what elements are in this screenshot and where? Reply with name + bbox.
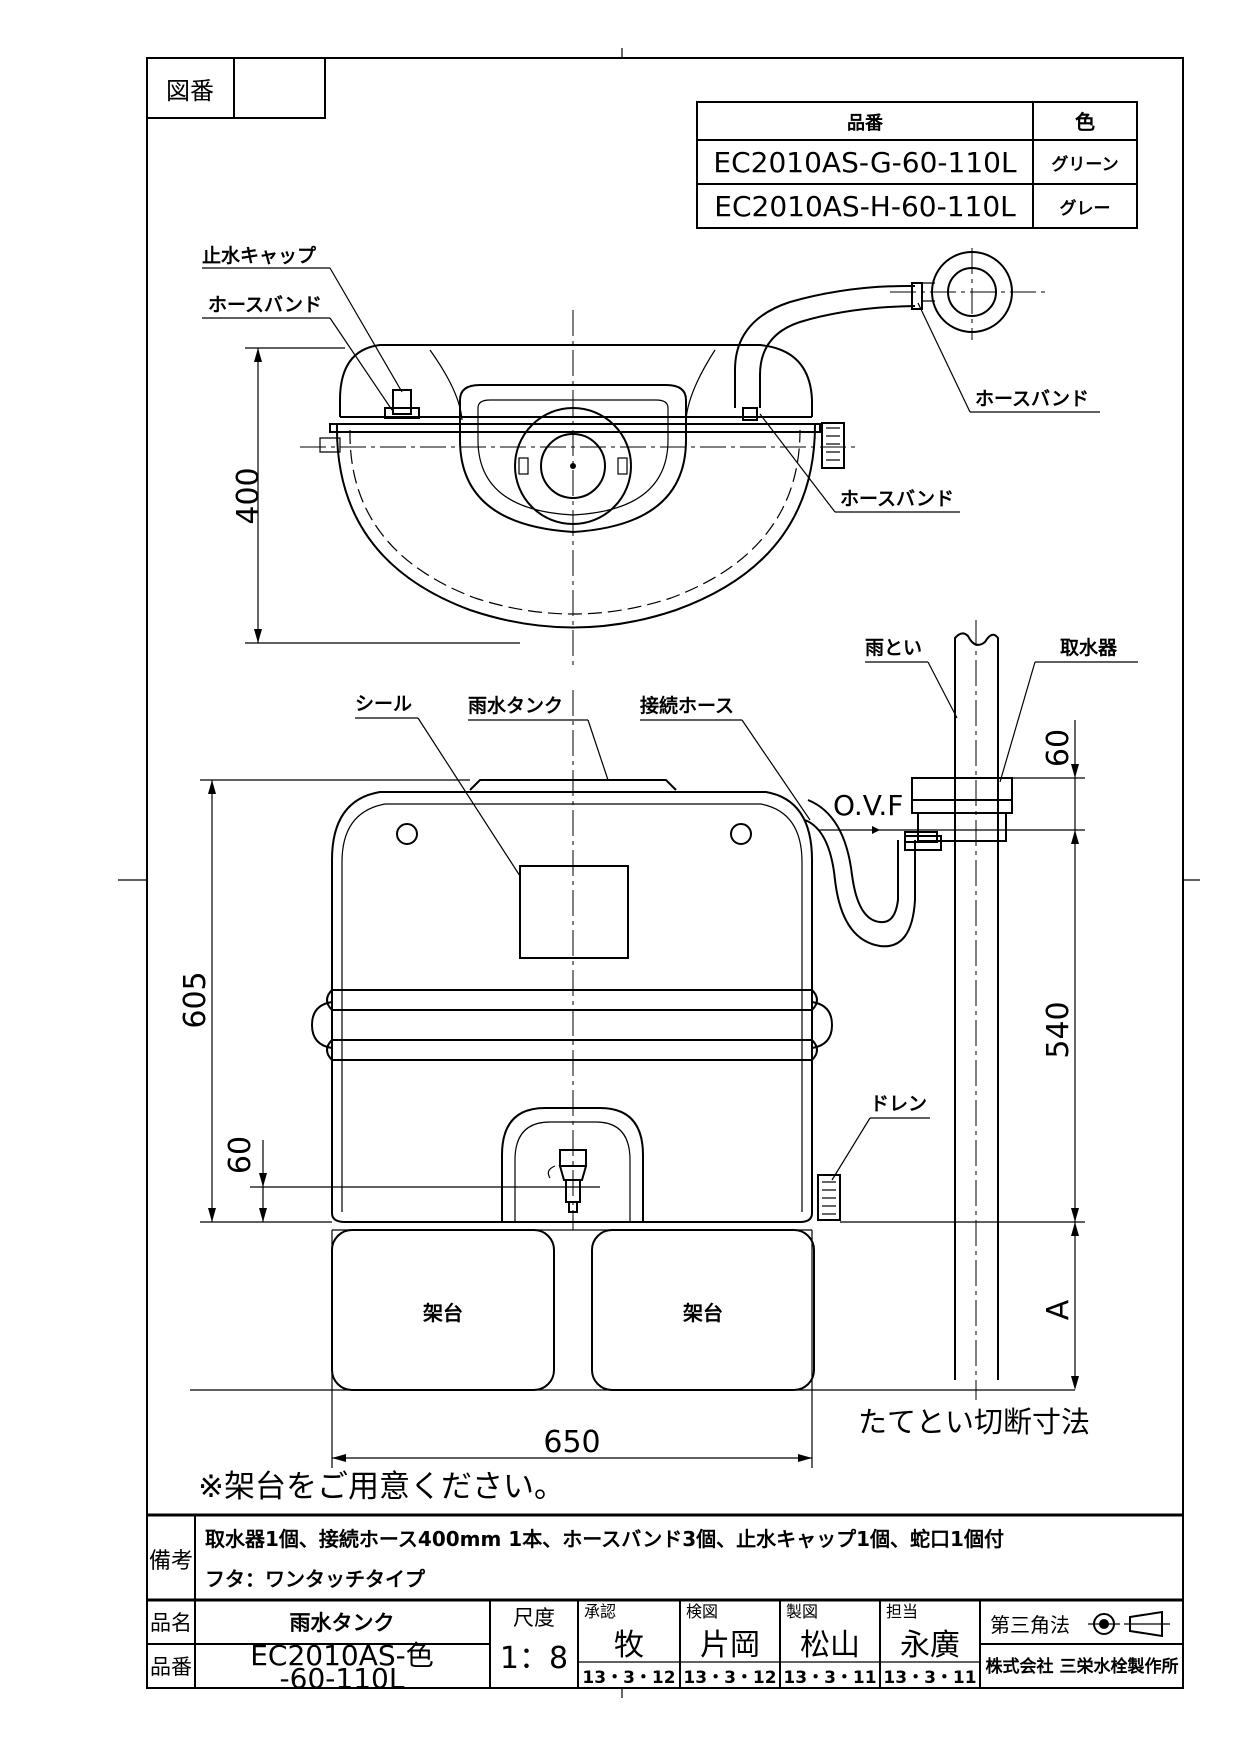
label-connection-hose: 接続ホース	[640, 694, 734, 717]
dim-stand-a: A	[1041, 1299, 1076, 1320]
label-downspout: 雨とい	[865, 637, 922, 659]
remarks-line-1: 取水器1個、接続ホース400mm 1本、ホースバンド3個、止水キャップ1個、蛇口…	[205, 1527, 1004, 1551]
variant-row-2-color: グレー	[1060, 198, 1111, 219]
title-draw-label: 製図	[786, 1602, 818, 1621]
title-check-name: 片岡	[700, 1628, 760, 1663]
title-scale: 1：8	[500, 1641, 568, 1676]
label-stand-left: 架台	[423, 1301, 463, 1325]
label-cut-dim: たてとい切断寸法	[858, 1405, 1090, 1439]
remarks-block: 備考 取水器1個、接続ホース400mm 1本、ホースバンド3個、止水キャップ1個…	[147, 1513, 1183, 1602]
front-view: 架台 架台 605 60 60 540 A O.V.F	[178, 620, 1138, 1468]
seal-sticker	[519, 865, 629, 959]
title-charge-label: 担当	[886, 1602, 918, 1621]
variant-row-2-hinban: EC2010AS-H-60-110L	[714, 190, 1016, 223]
label-seal: シール	[355, 693, 412, 715]
remarks-line-2: フタ：ワンタッチタイプ	[205, 1567, 426, 1591]
dim-height: 605	[178, 971, 213, 1028]
dim-top-depth: 400	[231, 467, 266, 524]
title-hinmei-label: 品名	[150, 1611, 192, 1635]
top-view: 400 止水キャップ ホースバンド ホースバンド ホースバンド	[202, 244, 1100, 670]
sheet-border	[146, 57, 1184, 1689]
remarks-label: 備考	[149, 1549, 193, 1574]
label-stand-right: 架台	[683, 1301, 723, 1325]
label-drain: ドレン	[870, 1093, 927, 1115]
title-scale-label: 尺度	[513, 1606, 555, 1630]
title-hinmei: 雨水タンク	[290, 1611, 395, 1635]
title-approve-date: 13・3・12	[582, 1668, 675, 1688]
title-charge-date: 13・3・11	[883, 1668, 976, 1688]
title-company: 株式会社 三栄水栓製作所	[986, 1656, 1179, 1677]
dim-collector-gap: 60	[1041, 729, 1076, 767]
note-stand-required: ※架台をご用意ください。	[198, 1469, 565, 1505]
label-hose-band-3: ホースバンド	[840, 488, 954, 510]
variant-row-1-color: グリーン	[1051, 154, 1118, 175]
title-projection: 第三角法	[990, 1613, 1070, 1637]
variant-row-1-hinban: EC2010AS-G-60-110L	[713, 146, 1017, 179]
label-stop-cap: 止水キャップ	[202, 244, 317, 267]
label-hose-band-2: ホースバンド	[975, 388, 1089, 410]
variant-header-color: 色	[1075, 110, 1095, 134]
variant-table: 品番 色 EC2010AS-G-60-110L グリーン EC2010AS-H-…	[696, 101, 1138, 229]
label-collector: 取水器	[1060, 637, 1118, 659]
title-approve-label: 承認	[584, 1602, 616, 1621]
title-check-date: 13・3・12	[683, 1668, 776, 1688]
label-ovf: O.V.F	[833, 789, 903, 822]
title-draw-name: 松山	[800, 1628, 860, 1663]
dim-faucet-height: 60	[223, 1136, 258, 1174]
dim-collector-height: 540	[1041, 1001, 1076, 1058]
drawing-number-box: 図番	[146, 57, 326, 119]
title-draw-date: 13・3・11	[783, 1668, 876, 1688]
projection-symbol-icon	[1088, 1610, 1170, 1638]
variant-header-hinban: 品番	[847, 113, 884, 134]
title-charge-name: 永廣	[900, 1628, 960, 1663]
title-approve-name: 牧	[614, 1628, 644, 1663]
title-hinban-label: 品番	[150, 1655, 192, 1679]
title-hinban-1: EC2010AS-色	[250, 1639, 434, 1672]
label-rain-tank: 雨水タンク	[468, 695, 563, 717]
title-block: 品名 雨水タンク 品番 EC2010AS-色 -60-110L 尺度 1：8 承…	[147, 1600, 1183, 1695]
drawing-number-label: 図番	[166, 77, 214, 105]
title-check-label: 検図	[686, 1602, 718, 1621]
title-hinban-2: -60-110L	[280, 1662, 405, 1695]
dim-width: 650	[543, 1425, 600, 1460]
label-hose-band-1: ホースバンド	[208, 294, 322, 316]
